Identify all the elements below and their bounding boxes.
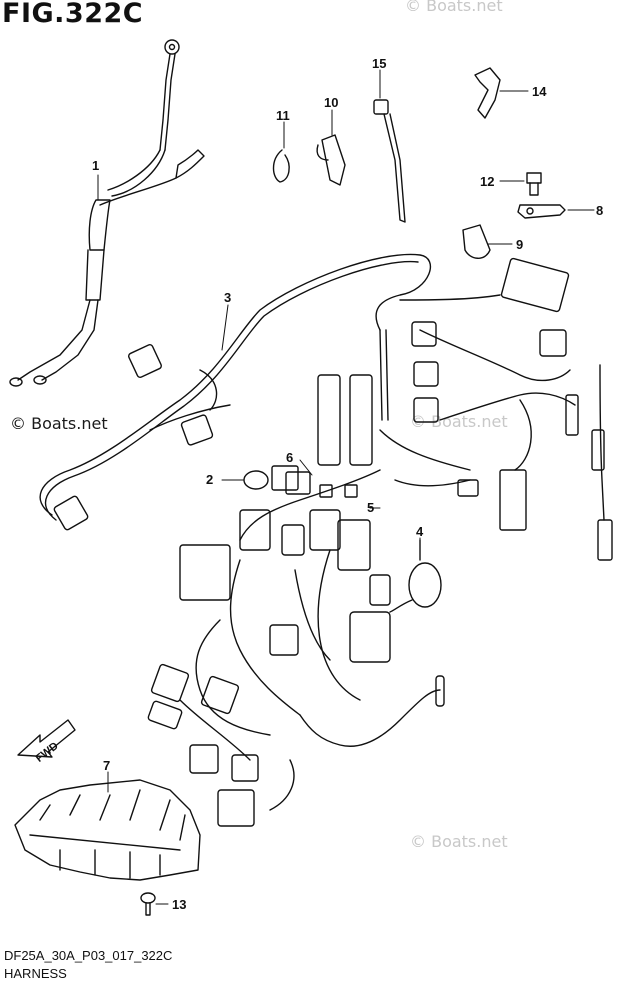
part-3-main-harness	[39, 253, 605, 811]
figure-name: HARNESS	[4, 966, 67, 981]
part-13-screw	[140, 892, 156, 916]
callout-10: 10	[324, 95, 338, 110]
callout-11: 11	[276, 108, 290, 123]
callout-7: 7	[103, 758, 110, 773]
watermark: © Boats.net	[10, 414, 108, 433]
part-7-bracket	[14, 779, 201, 881]
part-6-relay	[285, 471, 311, 495]
callout-3: 3	[224, 290, 231, 305]
figure-code: DF25A_30A_P03_017_322C	[4, 948, 173, 963]
leader-lines	[97, 69, 595, 905]
callout-14: 14	[532, 84, 547, 99]
callout-12: 12	[480, 174, 494, 189]
watermark-faint-mid: © Boats.net	[410, 412, 508, 431]
part-2-ring	[243, 470, 269, 490]
callout-15: 15	[372, 56, 386, 71]
watermark-faint-bottom: © Boats.net	[410, 832, 508, 851]
part-12-bolt	[526, 172, 542, 196]
part-10-clamp	[316, 134, 346, 186]
callout-6: 6	[286, 450, 293, 465]
part-11-clip	[272, 149, 290, 183]
figure-title: FIG.322C	[2, 0, 144, 29]
part-15-cable-tie	[373, 99, 406, 223]
connectors	[53, 257, 613, 827]
part-4-sensor	[389, 539, 442, 613]
fwd-arrow-icon	[17, 719, 76, 758]
part-14-clip	[474, 67, 501, 119]
callout-5: 5	[367, 500, 374, 515]
callout-2: 2	[206, 472, 213, 487]
callout-labels: 1 2 3 4 5 6 7 8 9 10 11 12 13 14 15 FWD	[34, 56, 604, 912]
watermark-faint-top: © Boats.net	[405, 0, 503, 15]
callout-8: 8	[596, 203, 603, 218]
part-8-terminal	[517, 204, 566, 219]
part-9-clamp	[462, 224, 491, 259]
callout-1: 1	[92, 158, 99, 173]
callout-4: 4	[416, 524, 424, 539]
callout-13: 13	[172, 897, 186, 912]
callout-9: 9	[516, 237, 523, 252]
part-1-battery-cable	[9, 39, 205, 387]
